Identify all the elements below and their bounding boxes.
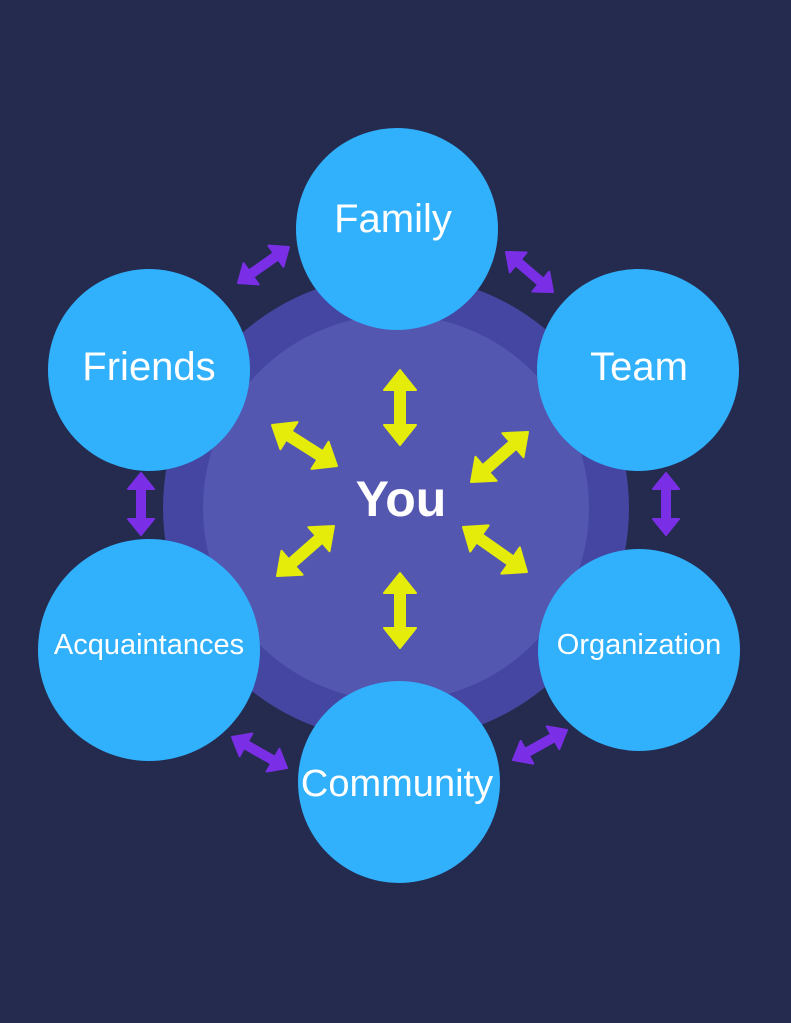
- node-family: Family: [296, 128, 498, 330]
- center-double-arrow-icon: [470, 431, 529, 483]
- peer-double-arrow-icon: [231, 732, 288, 773]
- node-label: Community: [301, 763, 493, 805]
- node-label: Friends: [82, 345, 215, 389]
- node-label: Organization: [557, 629, 721, 661]
- node-label: Team: [590, 345, 688, 389]
- center-double-arrow-icon: [271, 421, 338, 470]
- peer-double-arrow-icon: [512, 725, 568, 765]
- node-team: Team: [537, 269, 739, 471]
- peer-double-arrow-icon: [505, 251, 554, 293]
- node-friends: Friends: [48, 269, 250, 471]
- inner-circle: [203, 315, 589, 701]
- peer-double-arrow-icon: [237, 244, 290, 286]
- node-community: Community: [298, 681, 500, 883]
- center-double-arrow-icon: [383, 369, 417, 446]
- center-double-arrow-icon: [383, 572, 417, 649]
- node-label: Family: [334, 197, 452, 241]
- node-label: Acquaintances: [54, 629, 244, 661]
- center-double-arrow-icon: [276, 525, 335, 577]
- node-organization: Organization: [538, 549, 740, 751]
- node-acquaintances: Acquaintances: [38, 539, 260, 761]
- peer-double-arrow-icon: [127, 472, 155, 536]
- center-double-arrow-icon: [462, 524, 528, 575]
- center-label: You: [356, 471, 447, 527]
- peer-double-arrow-icon: [652, 472, 680, 536]
